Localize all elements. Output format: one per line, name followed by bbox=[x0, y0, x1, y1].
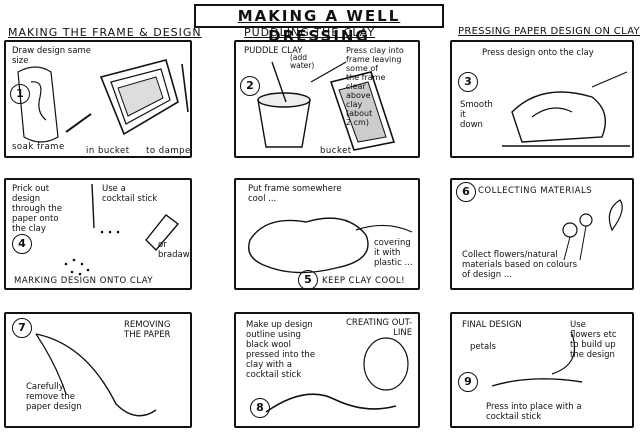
step-number-3: 3 bbox=[458, 72, 478, 92]
step-number-9: 9 bbox=[458, 372, 478, 392]
step-number-6: 6 bbox=[456, 182, 476, 202]
panel-8-note: Make up design outline using black wool … bbox=[246, 320, 315, 380]
panel-5-note: Put frame somewhere cool ... bbox=[248, 184, 342, 204]
panel-6-note: Collect flowers/natural materials based … bbox=[462, 250, 577, 280]
panel-1-caption-bucket: in bucket bbox=[86, 146, 130, 156]
step-number-4: 4 bbox=[12, 234, 32, 254]
panel-2-note: Press clay into frame leaving some of th… bbox=[346, 46, 404, 127]
panel-9-caption: Press into place with a cocktail stick bbox=[486, 402, 582, 422]
panel-9-petals: petals bbox=[470, 342, 496, 352]
panel-4-note: Prick out design through the paper onto … bbox=[12, 184, 62, 234]
panel-9-final-design: 9 FINAL DESIGN petals Use flowers etc to… bbox=[450, 312, 634, 428]
panel-4-marking-design: 4 Prick out design through the paper ont… bbox=[4, 178, 192, 290]
step-number-8: 8 bbox=[250, 398, 270, 418]
panel-8-creating-outline: 8 Make up design outline using black woo… bbox=[234, 312, 420, 428]
panel-9-side: Use flowers etc to build up the design bbox=[570, 320, 617, 360]
step-number-7: 7 bbox=[12, 318, 32, 338]
panel-5-caption: KEEP CLAY COOL! bbox=[322, 276, 405, 286]
panel-9-heading: FINAL DESIGN bbox=[462, 320, 522, 330]
section-heading-frame: MAKING THE FRAME & DESIGN bbox=[8, 26, 202, 39]
step-number-2: 2 bbox=[240, 76, 260, 96]
panel-1-caption-soak: soak frame bbox=[12, 142, 65, 152]
panel-6-heading: COLLECTING MATERIALS bbox=[478, 186, 592, 196]
panel-2-add-water: (add water) bbox=[290, 54, 314, 70]
panel-7-note: Carefully remove the paper design bbox=[26, 382, 82, 412]
panel-1-note: Draw design same size bbox=[12, 46, 91, 66]
panel-4-tool: Use a cocktail stick bbox=[102, 184, 157, 204]
panel-5-covering: covering it with plastic ... bbox=[374, 238, 413, 268]
panel-1-caption-dampen: to dampen bbox=[146, 146, 192, 156]
panel-5-keep-cool: 5 Put frame somewhere cool ... covering … bbox=[234, 178, 420, 290]
step-number-1: 1 bbox=[10, 84, 30, 104]
panel-6-collecting-materials: 6 COLLECTING MATERIALS Collect flowers/n… bbox=[450, 178, 634, 290]
panel-3-smooth: Smooth it down bbox=[460, 100, 493, 130]
panel-8-heading: CREATING OUT- LINE bbox=[346, 318, 412, 338]
step-number-5: 5 bbox=[298, 270, 318, 290]
panel-4-caption: MARKING DESIGN ONTO CLAY bbox=[14, 276, 153, 286]
section-heading-paper: PRESSING PAPER DESIGN ON CLAY bbox=[458, 26, 640, 37]
panel-3-pressing-design: 3 Press design onto the clay Smooth it d… bbox=[450, 40, 634, 158]
panel-7-heading: REMOVING THE PAPER bbox=[124, 320, 170, 340]
panel-2-puddling-clay: 2 PUDDLE CLAY (add water) Press clay int… bbox=[234, 40, 420, 158]
panel-1-frame-and-design: 1 Draw design same size soak frame in bu… bbox=[4, 40, 192, 158]
panel-2-caption: bucket bbox=[320, 146, 352, 156]
panel-4-or: or bradawl bbox=[158, 240, 192, 260]
panel-7-removing-paper: 7 REMOVING THE PAPER Carefully remove th… bbox=[4, 312, 192, 428]
page-title: MAKING A WELL DRESSING bbox=[194, 4, 444, 28]
panel-3-note: Press design onto the clay bbox=[482, 48, 594, 58]
section-heading-clay: PUDDLING THE CLAY bbox=[244, 26, 375, 39]
